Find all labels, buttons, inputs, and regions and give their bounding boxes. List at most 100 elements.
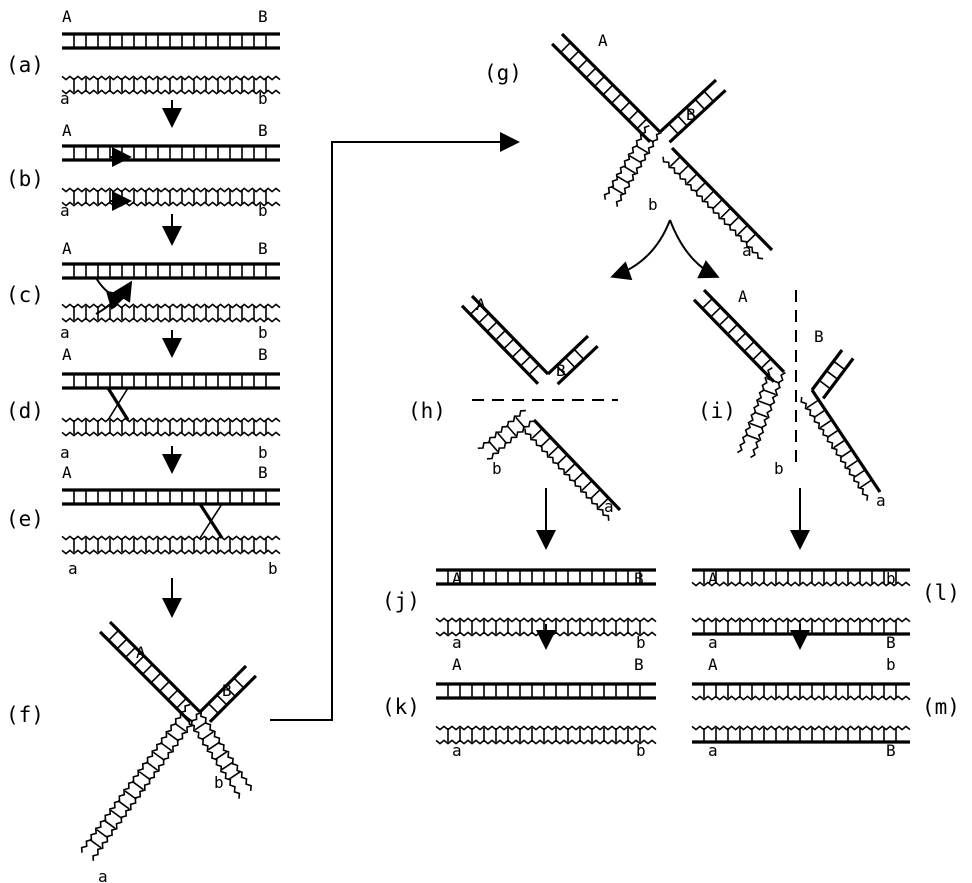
h-arm-A-rung [503, 338, 515, 350]
label-B-c: B [258, 239, 268, 258]
label-B-k: B [634, 655, 644, 674]
duplex-ab-1-bottom-strand [61, 201, 281, 207]
i-arm-A-strand-1 [702, 288, 786, 374]
g-arm-b-rung [629, 155, 643, 164]
crossover-d-2 [107, 387, 129, 421]
duplex-k-bottom-top-strand [435, 725, 657, 731]
g-arm-B-strand-1 [658, 78, 718, 134]
h-arm-A-rung [520, 355, 532, 367]
h-arm-a-rung [589, 488, 601, 500]
label-b-g: b [648, 195, 658, 214]
label-B-f: B [222, 681, 232, 700]
h-arm-b-rung [487, 440, 499, 453]
h-arm-b-strand-2 [477, 409, 526, 449]
label-b-h: b [492, 459, 502, 478]
f-arm-A-rung [116, 638, 128, 650]
f-arm-a-rung [138, 770, 151, 781]
h-arm-A-rung [494, 329, 507, 341]
g-arm-A-rung [619, 101, 631, 113]
duplex-ab-1-top-strand [61, 187, 281, 193]
f-arm-a-rung [181, 712, 194, 723]
h-arm-B-strand-2 [556, 344, 599, 386]
f-arm-A-strand-2 [98, 630, 192, 724]
g-arm-b-strand-1 [615, 132, 662, 207]
h-arm-A-rung [469, 304, 481, 315]
label-a-i: a [876, 491, 886, 510]
f-arm-b-rung [214, 751, 228, 761]
g-arm-A-strand-1 [560, 32, 662, 134]
h-arm-b-rung [506, 424, 517, 437]
duplex-k-bottom-bottom-strand [435, 739, 657, 745]
label-A-d: A [62, 345, 72, 364]
f-arm-B-rung [207, 702, 219, 714]
g-arm-B-rung [694, 98, 706, 111]
f-arm-a-rung [110, 809, 123, 820]
i-arm-a-rung [839, 449, 853, 459]
label-b-e: b [268, 559, 278, 578]
label-b-a: b [258, 89, 268, 108]
i-arm-B-strand-1 [810, 349, 844, 391]
panel-label-c: (c) [6, 283, 44, 307]
g-arm-A-strand-2 [550, 42, 652, 144]
i-arm-A-strand-2 [692, 298, 776, 383]
label-A-a: A [62, 7, 72, 26]
f-arm-a-rung [131, 780, 144, 791]
duplex-l-bottom-top-strand [691, 617, 911, 623]
i-arm-A-rung [735, 332, 747, 344]
h-arm-a-strand-1 [532, 418, 622, 512]
i-arm-a-strand-2 [800, 396, 869, 501]
f-arm-B-rung [233, 677, 245, 689]
duplex-ab-2-bottom-strand [61, 317, 281, 323]
i-arm-b-rung [749, 422, 764, 429]
f-arm-A-rung [158, 680, 170, 692]
duplex-ab-4-top-strand [61, 535, 281, 541]
label-b-c: b [258, 323, 268, 342]
label-a-f: a [98, 867, 108, 883]
h-arm-b-rung [497, 432, 508, 445]
f-arm-A-strand-1 [108, 620, 202, 714]
g-arm-b-rung [635, 144, 649, 154]
label-a-m: a [708, 741, 718, 760]
duplex-ab-0-top-strand [61, 75, 281, 81]
panel-label-i: (i) [698, 399, 736, 423]
h-arm-A-rung [511, 346, 523, 358]
g-arm-a-rung [720, 207, 732, 219]
f-arm-a-rung [103, 819, 116, 829]
crossover-e-2 [199, 503, 223, 539]
label-b-l: b [886, 569, 896, 588]
g-arm-b-rung [610, 186, 624, 195]
label-B-d: B [258, 345, 268, 364]
g-arm-A-rung [576, 58, 589, 70]
i-arm-b-rung [758, 400, 772, 407]
invasion-arrow-1 [95, 277, 128, 310]
i-arm-A-rung [760, 358, 772, 370]
panel-label-l: (l) [922, 581, 960, 605]
duplex-m-bottom-top-strand [691, 725, 911, 731]
h-arm-a-rung [573, 471, 585, 483]
i-arm-A-rung [718, 315, 730, 327]
i-arm-A-rung [710, 306, 722, 318]
label-B-i: B [814, 327, 824, 346]
label-A-e: A [62, 463, 72, 482]
g-arm-A-rung [593, 75, 605, 87]
h-arm-a-rung [539, 436, 552, 448]
h-arm-a-rung [564, 462, 577, 474]
dna-molecules [61, 32, 911, 861]
i-arm-b-rung [753, 411, 768, 418]
label-A-m: A [708, 655, 718, 674]
h-arm-a-strand-2 [524, 428, 610, 521]
i-arm-b-strand-1 [750, 371, 786, 459]
i-arm-b-rung [745, 433, 760, 441]
g-arm-A-rung [627, 109, 639, 121]
i-arm-a-rung [819, 419, 833, 429]
label-a-g: a [742, 241, 752, 260]
i-arm-B-rung [833, 360, 846, 371]
g-arm-B-rung [668, 123, 679, 135]
f-arm-A-rung [124, 646, 137, 658]
g-arm-a-rung [728, 215, 740, 227]
f-arm-B-strand-2 [208, 674, 258, 724]
i-arm-A-rung [752, 349, 764, 361]
panel-label-g: (g) [484, 61, 522, 85]
label-A-j: A [452, 569, 462, 588]
panel-label-j: (j) [382, 589, 420, 613]
